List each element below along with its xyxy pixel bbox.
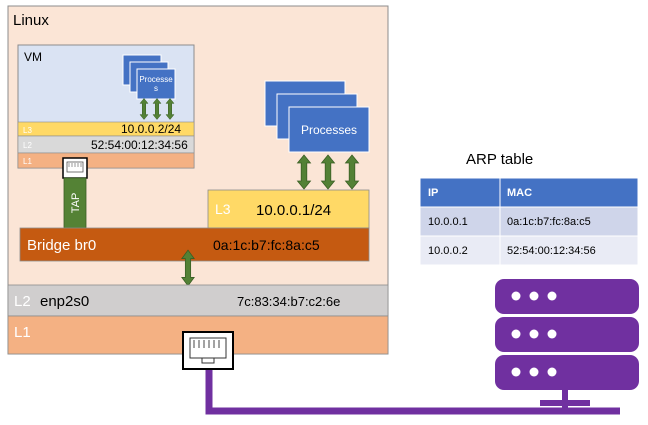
arp-header-mac: MAC — [507, 187, 532, 199]
bridge-br0 — [19, 227, 370, 262]
arp-header-ip: IP — [428, 187, 438, 199]
arp-title: ARP table — [466, 151, 533, 168]
host-l2-tag: L2 — [14, 293, 31, 310]
host-process-arrows — [297, 154, 359, 190]
host-l3-ip: 10.0.0.1/24 — [256, 202, 331, 219]
vm-l3-tag: L3 — [23, 126, 32, 135]
server-icon — [495, 279, 639, 414]
host-processes-label: Processes — [301, 123, 357, 137]
host-processes-stack: Processes — [264, 80, 370, 153]
host-l2-mac: 7c:83:34:b7:c2:6e — [237, 294, 340, 309]
tap-label: TAP — [70, 193, 82, 214]
vm-process-arrows — [139, 98, 175, 120]
vm-l2-tag: L2 — [23, 141, 32, 150]
vm-processes-stack: Processes — [122, 54, 176, 100]
bridge-mac: 0a:1c:b7:fc:8a:c5 — [213, 237, 320, 253]
vm-l2-mac: 52:54:00:12:34:56 — [91, 138, 188, 152]
linux-title: Linux — [13, 12, 49, 29]
host-l3-box — [207, 189, 370, 229]
host-l3-tag: L3 — [215, 201, 231, 217]
host-ethernet-port-icon — [182, 331, 234, 370]
arp-table: IP MAC 10.0.0.1 0a:1c:b7:fc:8a:c5 10.0.0… — [419, 177, 639, 266]
host-l2-bar — [7, 284, 389, 317]
host-l2-name: enp2s0 — [40, 293, 89, 310]
arp-row2-ip: 10.0.0.2 — [428, 245, 468, 257]
bridge-name: Bridge br0 — [27, 237, 96, 254]
vm-l1-tag: L1 — [23, 157, 32, 166]
arp-row2-mac: 52:54:00:12:34:56 — [507, 245, 596, 257]
vm-l1-bar — [17, 152, 195, 169]
arp-row1-ip: 10.0.0.1 — [428, 216, 468, 228]
arp-row1-mac: 0a:1c:b7:fc:8a:c5 — [507, 216, 591, 228]
network-cable — [205, 368, 620, 415]
host-l1-tag: L1 — [14, 324, 31, 341]
vm-ethernet-port-icon — [62, 157, 88, 179]
vm-l3-ip: 10.0.0.2/24 — [121, 122, 181, 136]
vm-title: VM — [24, 50, 42, 64]
vm-processes-label: Processes — [139, 75, 173, 93]
